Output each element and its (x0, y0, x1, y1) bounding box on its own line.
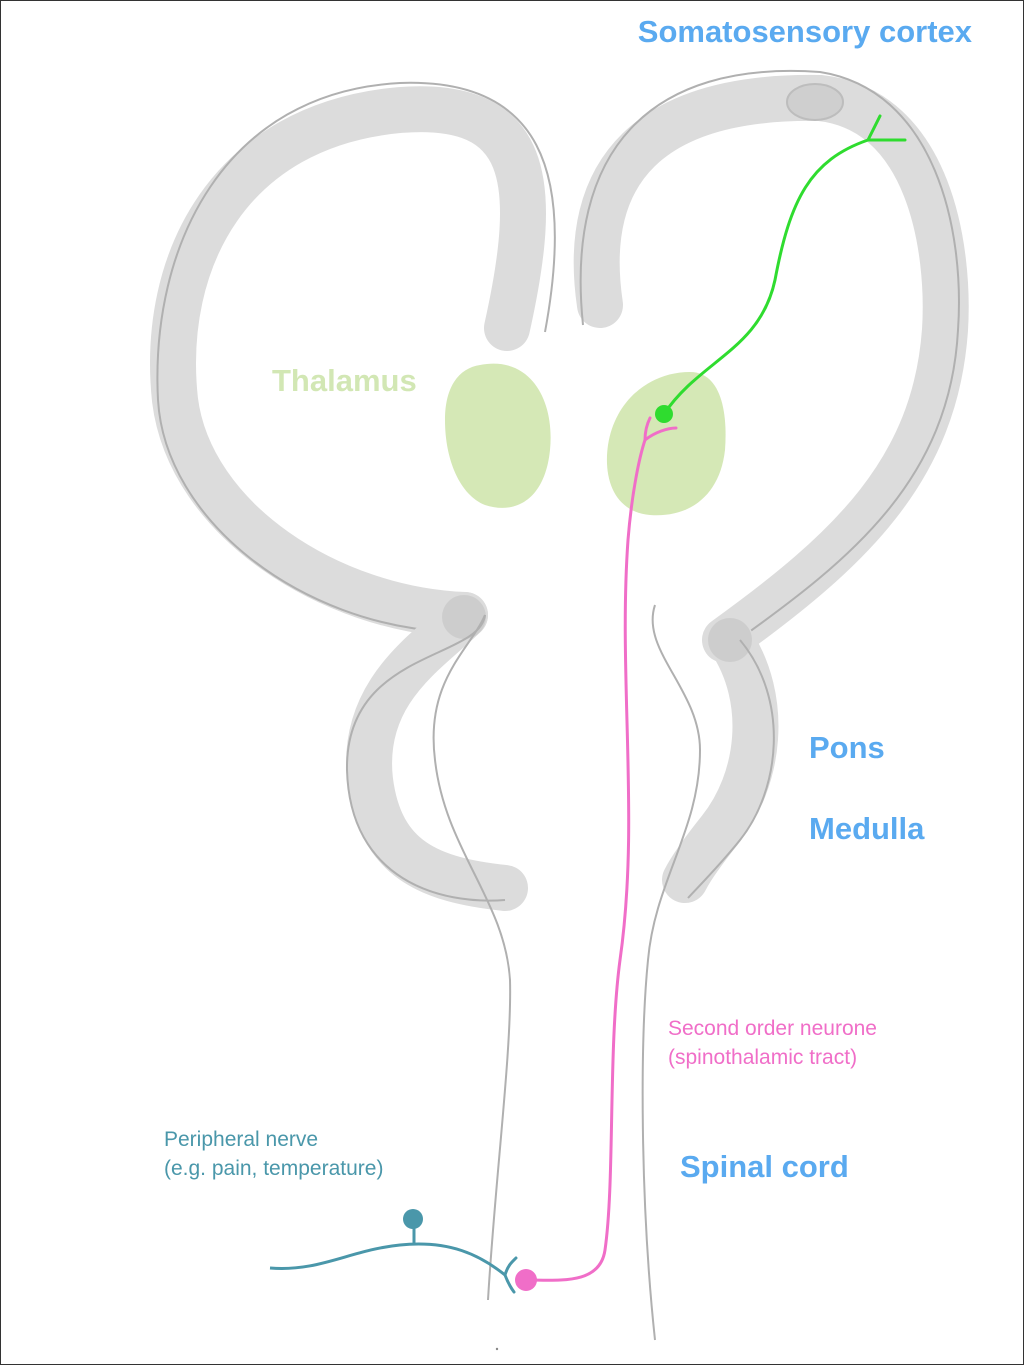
third-order-neurone-axon (662, 138, 869, 415)
label-spinal-cord: Spinal cord (680, 1149, 849, 1184)
third-order-neurone-terminal (866, 114, 907, 142)
label-peripheral-nerve-examples: (e.g. pain, temperature) (164, 1157, 383, 1180)
label-second-order-neurone: Second order neurone (668, 1017, 877, 1040)
third-order-neurone-cell-body (655, 405, 673, 423)
label-thalamus: Thalamus (272, 363, 417, 398)
junction-left (442, 595, 486, 639)
stray-dot (495, 1347, 499, 1351)
right-hemisphere (573, 74, 969, 663)
brainstem-right-outline (687, 639, 775, 899)
cortex-notch (786, 83, 844, 121)
label-somatosensory-cortex: Somatosensory cortex (638, 14, 973, 49)
second-order-neurone-axon (525, 439, 647, 1282)
brainstem-left (346, 592, 528, 911)
second-order-neurone-terminal (643, 416, 678, 442)
junction-right (708, 618, 752, 662)
spinal-cord-left-edge (432, 614, 512, 1301)
spinal-cord-right-edge (641, 604, 702, 1341)
thalamus-left (445, 363, 551, 508)
brainstem-left-outline (345, 614, 506, 902)
left-hemisphere-outline (156, 81, 556, 633)
right-hemisphere-outline (579, 69, 960, 641)
peripheral-nerve-axon (269, 1242, 506, 1277)
peripheral-nerve-terminal (503, 1256, 518, 1294)
label-spinothalamic-tract: (spinothalamic tract) (668, 1046, 857, 1069)
label-peripheral-nerve: Peripheral nerve (164, 1128, 318, 1151)
label-pons: Pons (809, 730, 885, 765)
label-medulla: Medulla (809, 811, 925, 846)
second-order-neurone-cell-body (515, 1269, 537, 1291)
left-hemisphere (150, 86, 547, 638)
brainstem-right (662, 617, 779, 903)
peripheral-nerve-cell-body (403, 1209, 423, 1229)
